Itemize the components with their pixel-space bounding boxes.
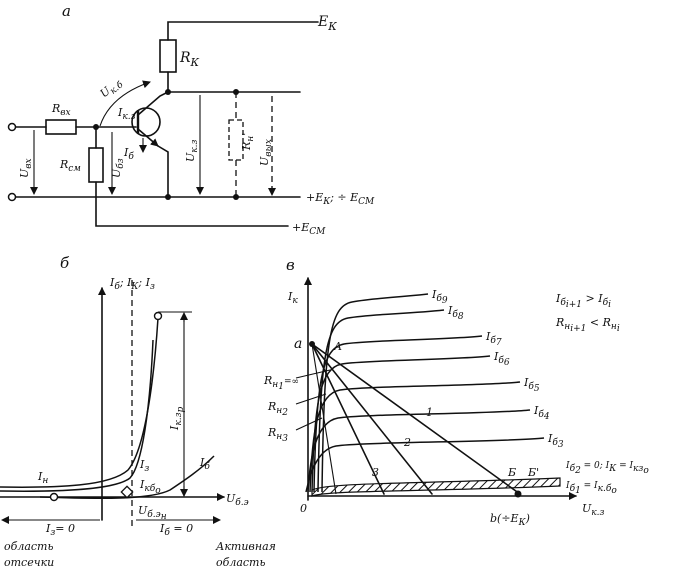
emitter-node bbox=[165, 194, 171, 200]
panel-a-letter: а bbox=[62, 2, 71, 20]
input-terminal-bottom bbox=[7, 192, 17, 202]
line3-label: 3 bbox=[372, 466, 379, 479]
hatched-band bbox=[311, 477, 561, 497]
ib-curve-label-5: Iб5 bbox=[523, 376, 540, 394]
ukz-label: Uк.з bbox=[184, 139, 200, 162]
point-b-label: b(÷EК) bbox=[490, 512, 530, 528]
curve-in bbox=[0, 317, 159, 488]
rsm-resistor bbox=[88, 147, 104, 183]
input-terminal-top bbox=[7, 122, 17, 132]
load-line-2 bbox=[311, 343, 433, 495]
point-a-label: a bbox=[294, 336, 302, 352]
b-top-point bbox=[153, 311, 163, 321]
line2-label: 2 bbox=[403, 436, 411, 449]
ukb-arrow bbox=[99, 80, 151, 127]
ib-curve-label-8: Iб8 bbox=[447, 304, 464, 322]
rn-label: Rн' bbox=[240, 133, 256, 151]
ib-curve-label-7: Iб7 bbox=[485, 330, 502, 348]
emitter-wire bbox=[157, 145, 169, 198]
ubz-label: Uбз bbox=[110, 158, 126, 178]
ib0-label: Iб = 0 bbox=[159, 522, 193, 538]
rn3-label: Rн3 bbox=[267, 426, 288, 444]
in-label: Iн bbox=[37, 470, 48, 486]
rsm-label: Rсм bbox=[59, 158, 81, 174]
ib-curve-label-4: Iб4 bbox=[533, 404, 550, 422]
b-cutoff-point bbox=[49, 492, 59, 502]
rn2-label: Rн2 bbox=[267, 400, 288, 418]
b-y-axis-label: Iб; IК; Iз bbox=[109, 276, 155, 292]
point-a bbox=[309, 341, 315, 347]
transistor-body bbox=[131, 107, 161, 137]
curve-ib bbox=[39, 455, 215, 500]
region-active-line1: Активная bbox=[215, 540, 276, 553]
b-x-axis-label: Uб.э bbox=[226, 492, 249, 508]
point-A-label: A bbox=[333, 340, 342, 353]
ib-curve-4 bbox=[307, 409, 531, 493]
ib-label: Iб bbox=[199, 456, 210, 472]
rbx-resistor bbox=[45, 119, 77, 135]
ubx-label: Uвх bbox=[18, 158, 34, 178]
rn1-label: Rн1=∞ bbox=[263, 374, 299, 392]
rn-resistor bbox=[228, 119, 244, 161]
ek-label: EК bbox=[317, 14, 337, 33]
point-B-label: Б bbox=[507, 466, 516, 479]
ek-supply-line bbox=[167, 21, 319, 41]
b-origin-marker bbox=[120, 485, 134, 499]
load-line-1 bbox=[311, 343, 521, 495]
relation-ib: Iбi+1 > Iбi bbox=[555, 292, 611, 310]
uvyx-label: Uвых bbox=[258, 139, 274, 166]
iz0-label: Iз= 0 bbox=[45, 522, 75, 538]
rn-leader-lines bbox=[295, 369, 331, 431]
panel-v-letter: в bbox=[286, 256, 295, 274]
ek-esm-label: +EК; ÷ EСМ bbox=[306, 191, 375, 207]
ikzp-label: Iк.зр bbox=[168, 406, 186, 431]
rbx-label: Rвх bbox=[51, 102, 71, 118]
region-cutoff-line2: отсечки bbox=[4, 556, 54, 569]
point-b bbox=[514, 490, 522, 498]
esm-wire bbox=[95, 181, 289, 227]
ib-curve-8 bbox=[317, 309, 445, 493]
ib-curve-label-6: Iб6 bbox=[493, 350, 510, 368]
collector-node-line bbox=[167, 71, 301, 93]
ikbo-label: Iкбо bbox=[139, 478, 161, 496]
load-line-3 bbox=[311, 343, 385, 495]
ib-curve-6 bbox=[311, 355, 491, 493]
ikz-label: Iк.з bbox=[117, 106, 136, 122]
v-x-axis-label: Uк.з bbox=[582, 502, 605, 518]
panel-a-circuit: а EК RК Uк.б Rвх Iк.з Iб Rсм bbox=[7, 2, 375, 237]
curve-iz bbox=[0, 339, 154, 492]
transistor-collector bbox=[137, 91, 169, 116]
ib-curve-label-9: Iб9 bbox=[431, 288, 448, 306]
panel-b-letter: б bbox=[60, 254, 70, 272]
ukb-label: Uк.б bbox=[98, 75, 126, 102]
note-ib1: Iб1 = Iк.бо bbox=[565, 481, 617, 496]
v-y-axis-label: Iк bbox=[287, 290, 298, 306]
point-B2-label: Б' bbox=[527, 466, 539, 479]
iz-label: Iз bbox=[139, 458, 149, 474]
note-ib2: Iб2 = 0; IК = Iкзо bbox=[565, 461, 649, 476]
rn-bottom-node bbox=[233, 194, 239, 200]
ib-curve-5 bbox=[309, 381, 521, 493]
ib-curve-label-3: Iб3 bbox=[547, 432, 564, 450]
ib-curve-3 bbox=[305, 437, 545, 493]
rk-label: RК bbox=[179, 50, 200, 69]
esm-label: +EСМ bbox=[292, 221, 326, 237]
v-origin-label: 0 bbox=[300, 502, 307, 515]
ib-label: Iб bbox=[123, 146, 134, 162]
ukzn-label: Uб.эн bbox=[138, 504, 167, 522]
line1-label: 1 bbox=[426, 406, 433, 419]
region-active-line2: область bbox=[216, 556, 265, 569]
transistor-emitter bbox=[137, 128, 159, 147]
relation-rn: Rнi+1 < Rнi bbox=[555, 316, 620, 334]
rk-resistor bbox=[159, 39, 177, 73]
panel-b-input-characteristics: б Iб; IК; Iз Uб.э Iк.зр Iн Iз Iб Iкбо Uб… bbox=[0, 254, 276, 569]
region-cutoff-line1: область bbox=[4, 540, 53, 553]
load-line-4 bbox=[311, 343, 337, 495]
